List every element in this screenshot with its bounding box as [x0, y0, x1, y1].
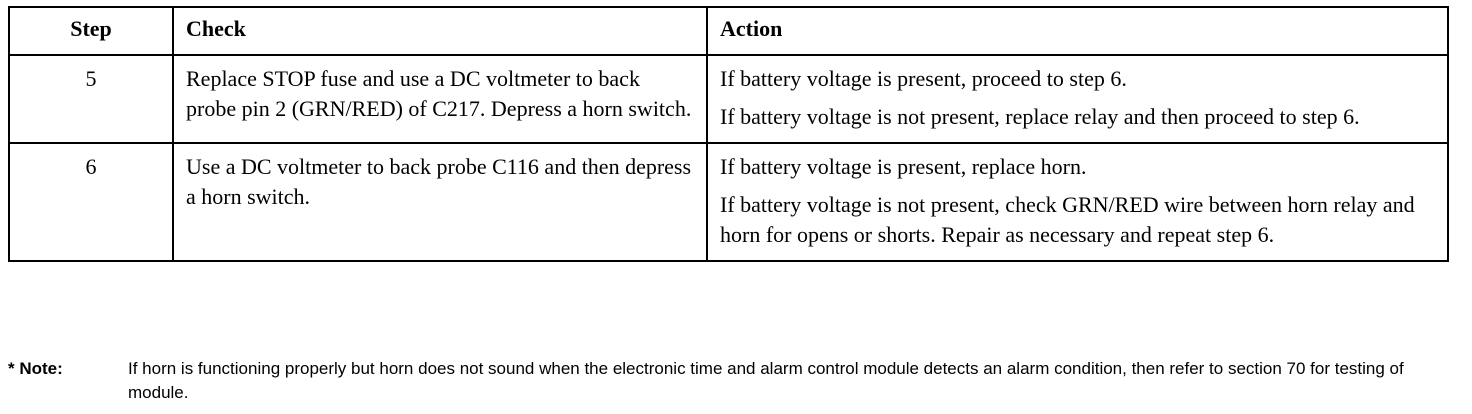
check-column-header: Check: [172, 6, 708, 56]
action-text: If battery voltage is not present, check…: [720, 192, 1415, 247]
action-cell: If battery voltage is present, proceed t…: [706, 54, 1449, 144]
step-column-header: Step: [8, 6, 174, 56]
action-text: If battery voltage is not present, repla…: [720, 104, 1360, 129]
table-row: 6 Use a DC voltmeter to back probe C116 …: [8, 142, 1449, 262]
footnote: * Note: If horn is functioning properly …: [8, 357, 1458, 405]
table-row: 5 Replace STOP fuse and use a DC voltmet…: [8, 54, 1449, 144]
note-text: If horn is functioning properly but horn…: [128, 359, 1404, 402]
note-label: * Note:: [8, 359, 63, 378]
check-cell: Replace STOP fuse and use a DC voltmeter…: [172, 54, 708, 144]
step-number-cell: 5: [8, 54, 174, 144]
action-text: If battery voltage is present, replace h…: [720, 154, 1087, 179]
check-cell: Use a DC voltmeter to back probe C116 an…: [172, 142, 708, 262]
table-header-row: Step Check Action: [8, 6, 1449, 56]
action-cell: If battery voltage is present, replace h…: [706, 142, 1449, 262]
action-column-header: Action: [706, 6, 1449, 56]
step-number-cell: 6: [8, 142, 174, 262]
troubleshooting-table-container: Step Check Action 5 Replace STOP fuse an…: [8, 6, 1449, 262]
troubleshooting-table: Step Check Action 5 Replace STOP fuse an…: [8, 6, 1449, 262]
action-text: If battery voltage is present, proceed t…: [720, 66, 1127, 91]
